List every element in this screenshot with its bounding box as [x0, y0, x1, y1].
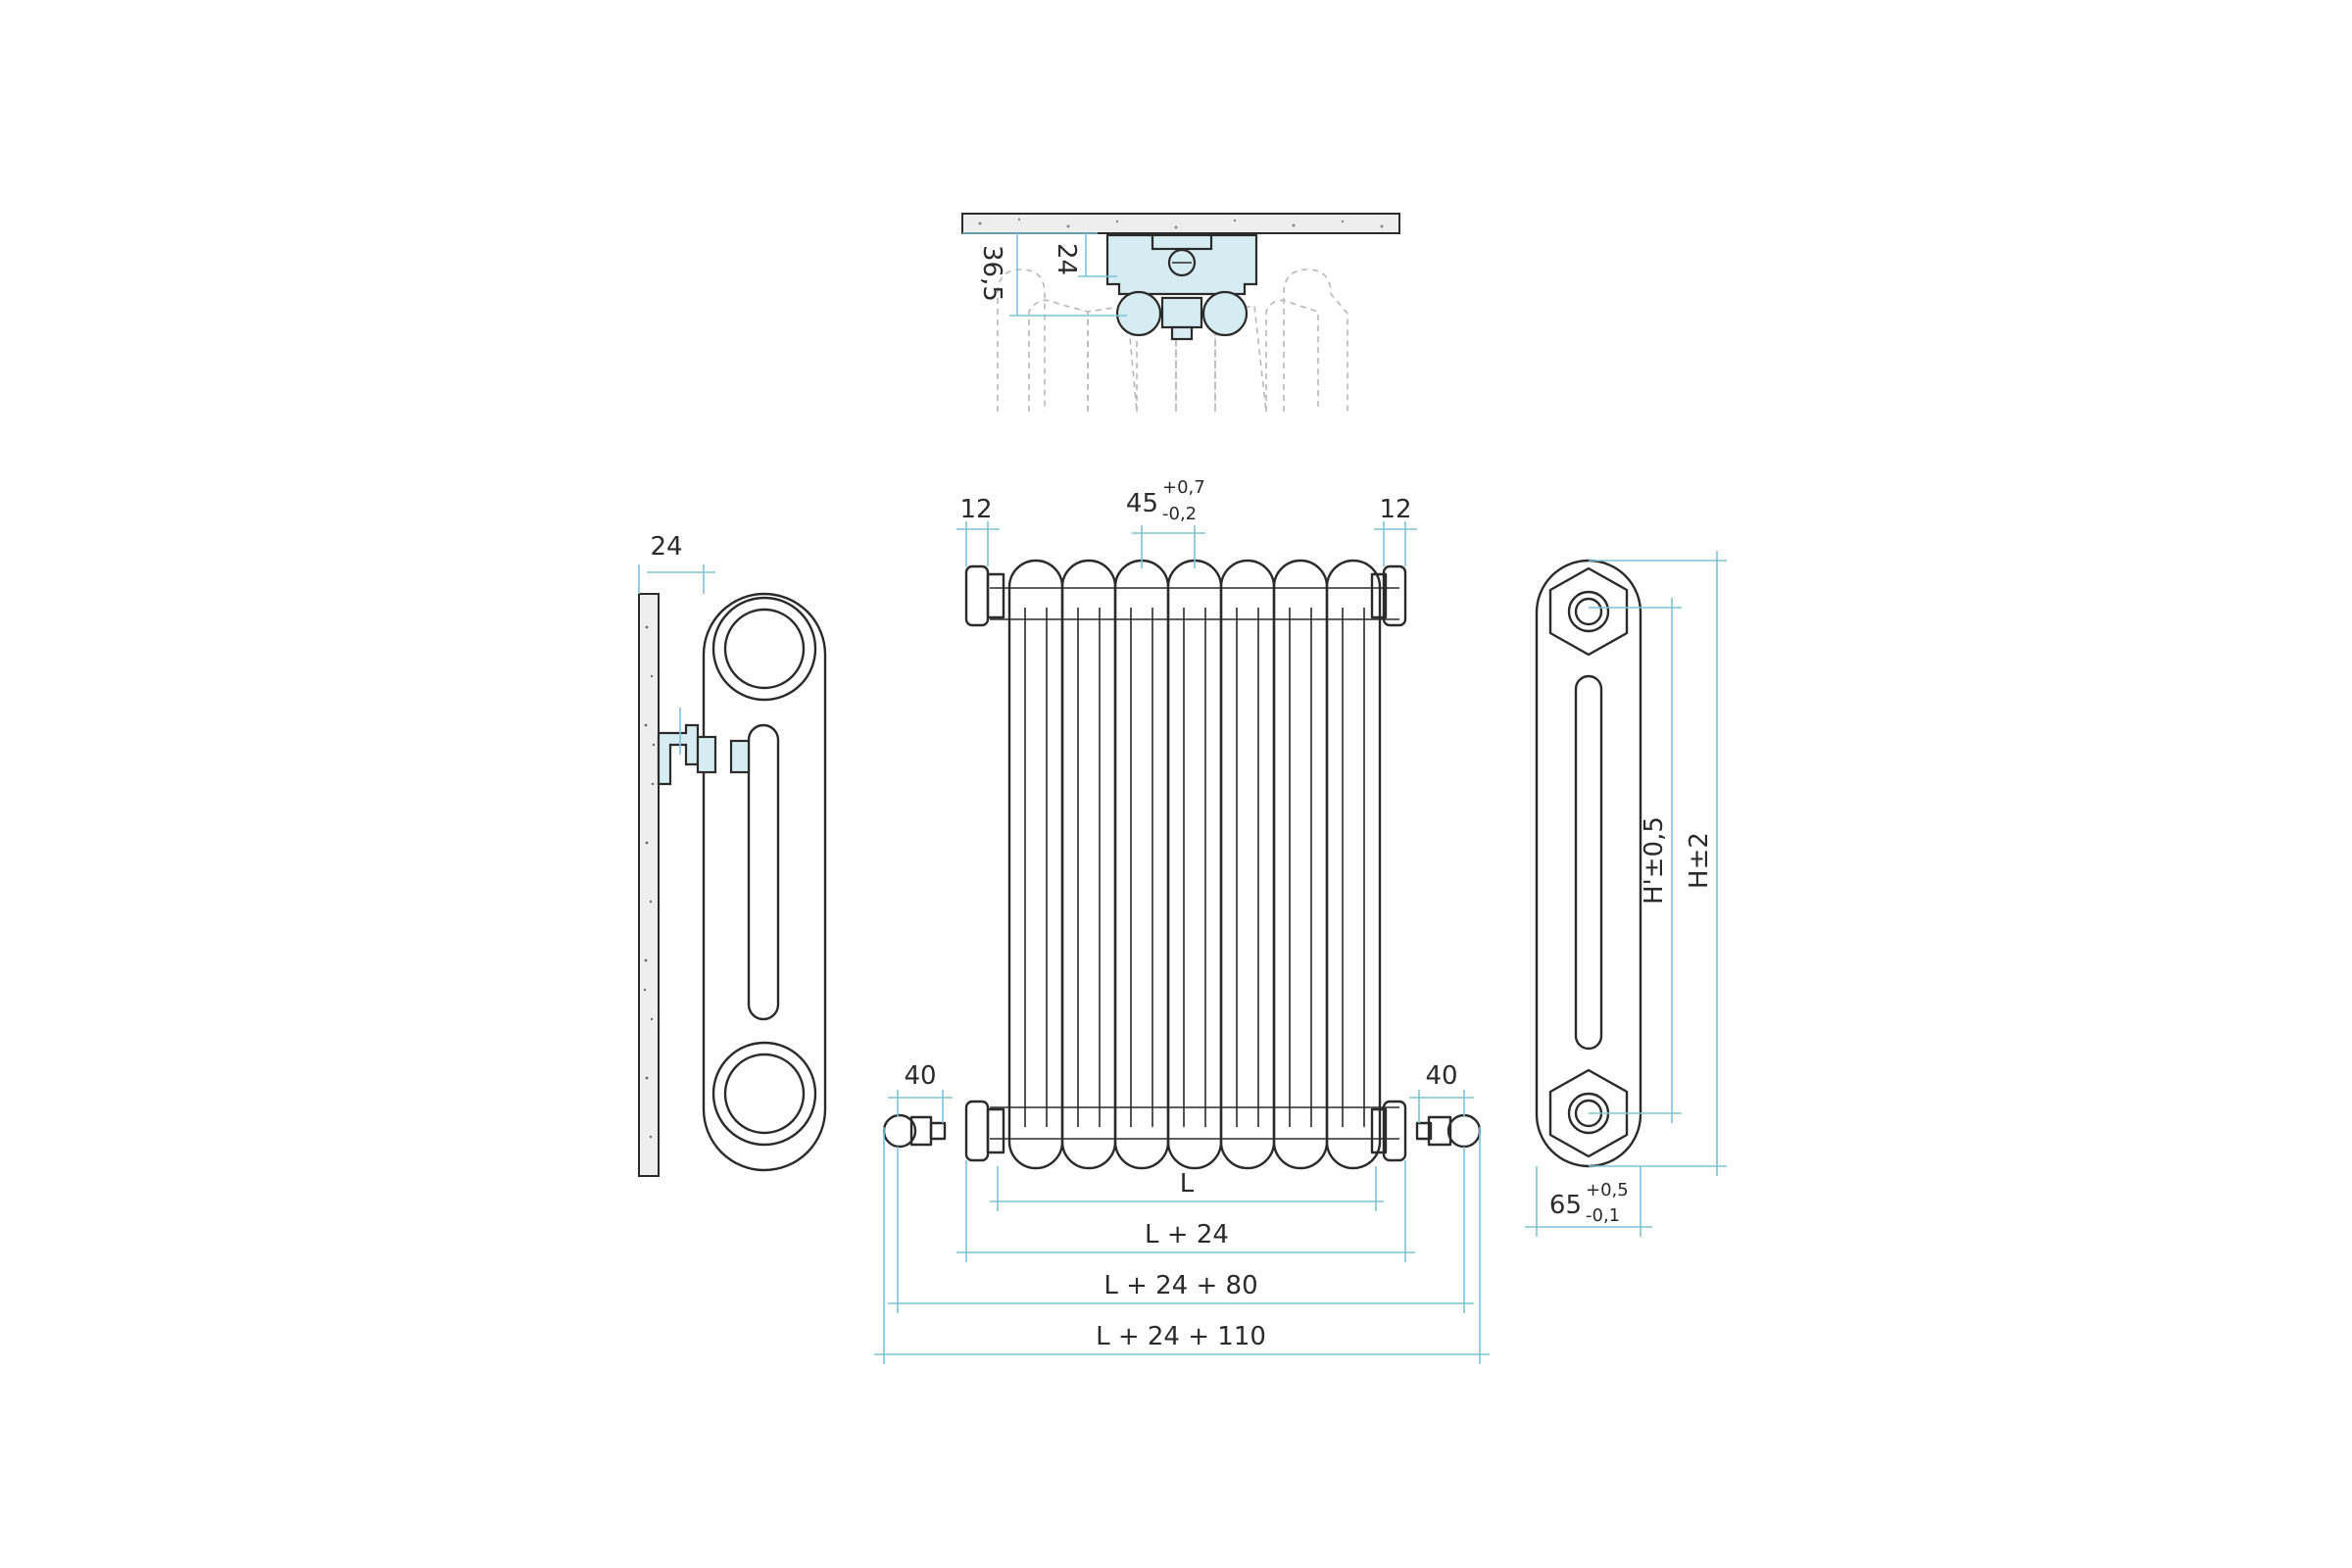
- left-bracket: [657, 723, 700, 786]
- left-bracket-block-2: [729, 739, 751, 774]
- left-slot: [747, 723, 780, 1021]
- dim-40-left: 40: [904, 1061, 936, 1091]
- dim-65-tol-plus: +0,5: [1586, 1180, 1629, 1200]
- dim-12-right: 12: [1379, 495, 1411, 524]
- right-top-port-inner: [1574, 597, 1603, 626]
- dim-12-left: 12: [959, 495, 992, 524]
- dim-L-24-80: L + 24 + 80: [1103, 1271, 1257, 1300]
- dim-H-prime: H'±0,5: [1640, 816, 1669, 905]
- front-view: 12 12 45 +0,7 -0,2 40 40 L L + 24 L + 24…: [874, 477, 1490, 1364]
- left-dimension-24: [638, 564, 715, 594]
- top-clamp: [1160, 296, 1203, 329]
- dim-65: 65: [1549, 1191, 1582, 1220]
- left-bottom-port-outer: [711, 1041, 817, 1147]
- dim-45-tol-plus: +0,7: [1162, 477, 1205, 498]
- dim-24-top: 24: [1052, 243, 1081, 275]
- front-end-caps: [964, 564, 1407, 1162]
- right-slot: [1574, 674, 1603, 1051]
- dim-L-24-110: L + 24 + 110: [1096, 1322, 1266, 1351]
- dim-36-5-top: 36,5: [977, 245, 1006, 302]
- top-tube-right: [1201, 290, 1249, 337]
- front-columns: [1007, 559, 1382, 1170]
- front-top-header: [990, 587, 1399, 620]
- front-valve-right: [1415, 1113, 1482, 1149]
- dim-45: 45: [1126, 489, 1158, 518]
- top-tube-left: [1115, 290, 1162, 337]
- dim-45-tol-minus: -0,2: [1162, 504, 1197, 524]
- right-dimension-lines: [1525, 551, 1727, 1237]
- left-wall-slab: [638, 593, 660, 1177]
- left-bracket-block-1: [696, 735, 717, 774]
- dim-L-24: L + 24: [1145, 1220, 1229, 1250]
- dim-40-right: 40: [1425, 1061, 1457, 1091]
- left-side-view: 24: [638, 532, 827, 1177]
- top-wall-texture: [978, 218, 1384, 229]
- dim-H: H±2: [1685, 832, 1714, 889]
- dim-L: L: [1180, 1169, 1195, 1199]
- left-bottom-port-inner: [723, 1053, 806, 1135]
- right-bottom-hex: [1548, 1068, 1629, 1158]
- dim-65-tol-minus: -0,1: [1586, 1205, 1620, 1226]
- left-top-port-inner: [723, 608, 806, 690]
- dim-24-left: 24: [650, 532, 682, 562]
- top-bracket-cap: [1151, 233, 1213, 251]
- top-wall-slab: [961, 213, 1400, 234]
- left-top-port-outer: [711, 596, 817, 702]
- front-bottom-header: [990, 1106, 1399, 1140]
- front-column-inner-lines: [1024, 608, 1365, 1127]
- front-dimension-lines: [874, 521, 1490, 1364]
- top-dimensions: [962, 232, 1127, 317]
- right-radiator-body: [1535, 559, 1642, 1168]
- left-radiator-body: [702, 592, 827, 1172]
- top-clamp-nut: [1170, 325, 1194, 341]
- front-valve-left: [882, 1113, 947, 1149]
- right-side-view: H'±0,5 H±2 65 +0,5 -0,1: [1525, 551, 1727, 1237]
- left-wall-texture: [643, 625, 656, 1139]
- top-view: 36,5 24: [961, 213, 1400, 413]
- right-top-port-outer: [1567, 590, 1610, 633]
- right-top-hex: [1548, 566, 1629, 657]
